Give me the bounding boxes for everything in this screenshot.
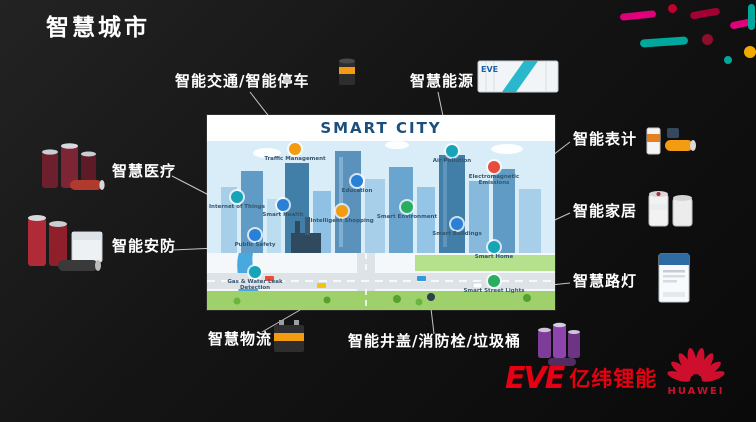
smart-health-icon <box>277 199 289 211</box>
city-icon-label: Intelligent Shopping <box>310 218 374 224</box>
city-icon-label: Traffic Management <box>264 156 326 162</box>
decor-teal-edge-bar <box>748 4 755 30</box>
huawei-logo-text: HUAWEI <box>667 386 725 397</box>
battery-product-meter <box>641 122 699 160</box>
smart-buildings-icon <box>451 218 463 230</box>
city-icon-smart-health: Smart Health <box>251 199 315 218</box>
smart-street-lights-icon <box>488 275 500 287</box>
callout-smart-medical: 智慧医疗 <box>112 162 177 180</box>
callout-smart-metering: 智能表计 <box>573 130 638 148</box>
battery-product-manhole <box>530 318 588 368</box>
smart-city-illustration <box>207 115 555 310</box>
smart-environment-icon <box>401 201 413 213</box>
city-icon-smart-environment: Smart Environment <box>375 201 439 220</box>
city-icon-label: Internet of Things <box>209 204 265 210</box>
decor-red-dot <box>668 4 677 13</box>
manhole-target-icon <box>427 293 435 301</box>
callout-smart-logistics: 智慧物流 <box>208 330 273 348</box>
internet-of-things-icon <box>231 191 243 203</box>
battery-product-security <box>22 208 110 274</box>
city-icon-label: Gas & Water Leak Detection <box>227 279 283 292</box>
decor-magenta-bar <box>619 10 657 21</box>
city-icon-label: Public Safety <box>234 242 276 248</box>
city-icon-label: Air Pollution <box>432 158 472 164</box>
energy-storage-container-product: EVE <box>476 56 560 96</box>
callout-smart-manhole-hydrant-trash: 智能井盖/消防栓/垃圾桶 <box>348 332 521 350</box>
city-icon-label: Smart Health <box>262 212 304 218</box>
smart-home-icon <box>488 241 500 253</box>
electromagnetic-emissions-icon <box>488 161 500 173</box>
city-icon-electromagnetic-emissions: Electromagnetic Emissions <box>462 161 526 187</box>
battery-product-logistics <box>266 316 312 358</box>
city-icon-public-safety: Public Safety <box>223 229 287 248</box>
huawei-logo: HUAWEI <box>662 348 730 397</box>
battery-module-product-streetlight <box>650 250 698 306</box>
education-icon <box>351 175 363 187</box>
city-icon-label: Smart Home <box>474 254 514 260</box>
callout-smart-traffic-parking: 智能交通/智能停车 <box>175 72 310 90</box>
gas-water-leak-icon <box>249 266 261 278</box>
city-icon-traffic-management: Traffic Management <box>263 143 327 162</box>
battery-product-medical <box>36 136 108 194</box>
eve-logo: EVE 亿纬锂能 <box>505 364 657 394</box>
air-pollution-icon <box>446 145 458 157</box>
city-icon-label: Electromagnetic Emissions <box>468 174 520 187</box>
eve-logo-chinese: 亿纬锂能 <box>569 366 658 391</box>
city-icon-air-pollution: Air Pollution <box>420 145 484 164</box>
callout-smart-home: 智能家居 <box>573 202 638 220</box>
city-icon-smart-street-lights: Smart Street Lights <box>462 275 526 294</box>
decor-crimson-bar <box>689 7 721 20</box>
city-icon-intelligent-shopping: Intelligent Shopping <box>310 205 374 224</box>
city-icon-education: Education <box>325 175 389 194</box>
callout-smart-energy: 智慧能源 <box>410 72 475 90</box>
callout-smart-streetlight: 智慧路灯 <box>573 272 638 290</box>
huawei-flower-icon <box>667 348 725 382</box>
city-icon-smart-buildings: Smart Buildings <box>425 218 489 237</box>
decor-teal-dot <box>724 56 732 64</box>
city-icon-label: Smart Buildings <box>432 231 482 237</box>
traffic-management-icon <box>289 143 301 155</box>
city-icon-smart-home: Smart Home <box>462 241 526 260</box>
public-safety-icon <box>249 229 261 241</box>
page-title: 智慧城市 <box>46 15 150 41</box>
intelligent-shopping-icon <box>336 205 348 217</box>
decor-teal-bar <box>639 36 689 48</box>
city-icon-internet-of-things: Internet of Things <box>205 191 269 210</box>
battery-product-traffic <box>330 54 362 88</box>
battery-product-home <box>641 184 703 230</box>
city-icon-label: Smart Street Lights <box>463 288 525 294</box>
eve-logo-text: EVE <box>505 361 565 396</box>
city-icon-gas-water-leak-detection: Gas & Water Leak Detection <box>223 266 287 292</box>
decor-darkred-dot <box>702 34 713 45</box>
city-icon-label: Smart Environment <box>376 214 438 220</box>
buildings <box>221 151 541 253</box>
callout-smart-security: 智能安防 <box>112 237 177 255</box>
smart-city-image: SMART CITY Traffic Management Internet o… <box>207 115 555 310</box>
eve-container-label: EVE <box>481 65 498 74</box>
smart-city-title: SMART CITY <box>320 119 442 137</box>
decor-yellow-dot <box>744 46 756 58</box>
city-icon-label: Education <box>341 188 373 194</box>
